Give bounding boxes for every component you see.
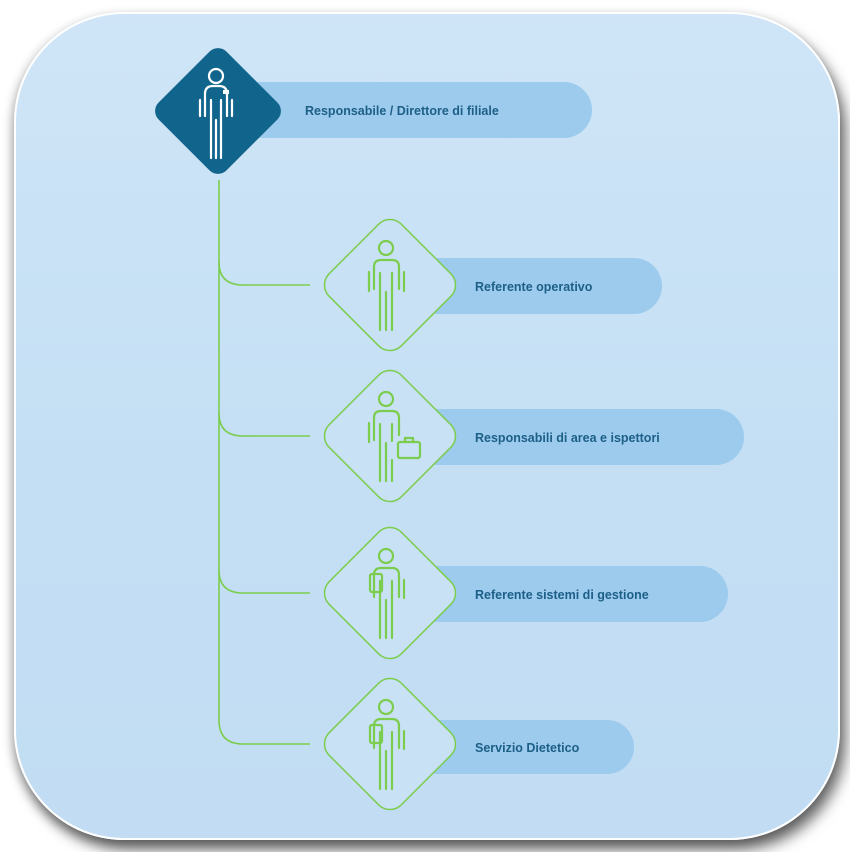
connector-lines <box>218 180 310 745</box>
child-label: Servizio Dietetico <box>475 741 580 755</box>
child-diamond <box>323 526 457 660</box>
child-pill <box>410 409 744 465</box>
branch-line <box>218 569 310 594</box>
branch-line <box>218 261 310 286</box>
child-node: Servizio Dietetico <box>323 677 634 811</box>
child-pill <box>410 566 728 622</box>
child-node: Referente sistemi di gestione <box>323 526 728 660</box>
child-diamond <box>323 218 457 352</box>
child-diamond <box>323 677 457 811</box>
child-label: Referente operativo <box>475 280 593 294</box>
child-label: Responsabili di area e ispettori <box>475 431 660 445</box>
trunk-line <box>218 180 310 745</box>
child-pill <box>410 258 662 314</box>
child-diamond <box>323 369 457 503</box>
root-pill <box>230 82 592 138</box>
child-node: Referente operativo <box>323 218 662 352</box>
person-briefcase-icon <box>367 390 422 483</box>
root-node: Responsabile / Direttore di filiale <box>155 48 592 174</box>
person-icon <box>198 67 234 160</box>
root-label: Responsabile / Direttore di filiale <box>305 104 499 118</box>
child-pill <box>410 720 634 774</box>
person-folder-icon <box>368 698 406 791</box>
root-diamond <box>155 48 281 174</box>
person-folder-icon <box>368 547 406 640</box>
child-label: Referente sistemi di gestione <box>475 588 649 602</box>
branch-line <box>218 412 310 437</box>
person-icon <box>367 239 406 332</box>
child-node: Responsabili di area e ispettori <box>323 369 744 503</box>
